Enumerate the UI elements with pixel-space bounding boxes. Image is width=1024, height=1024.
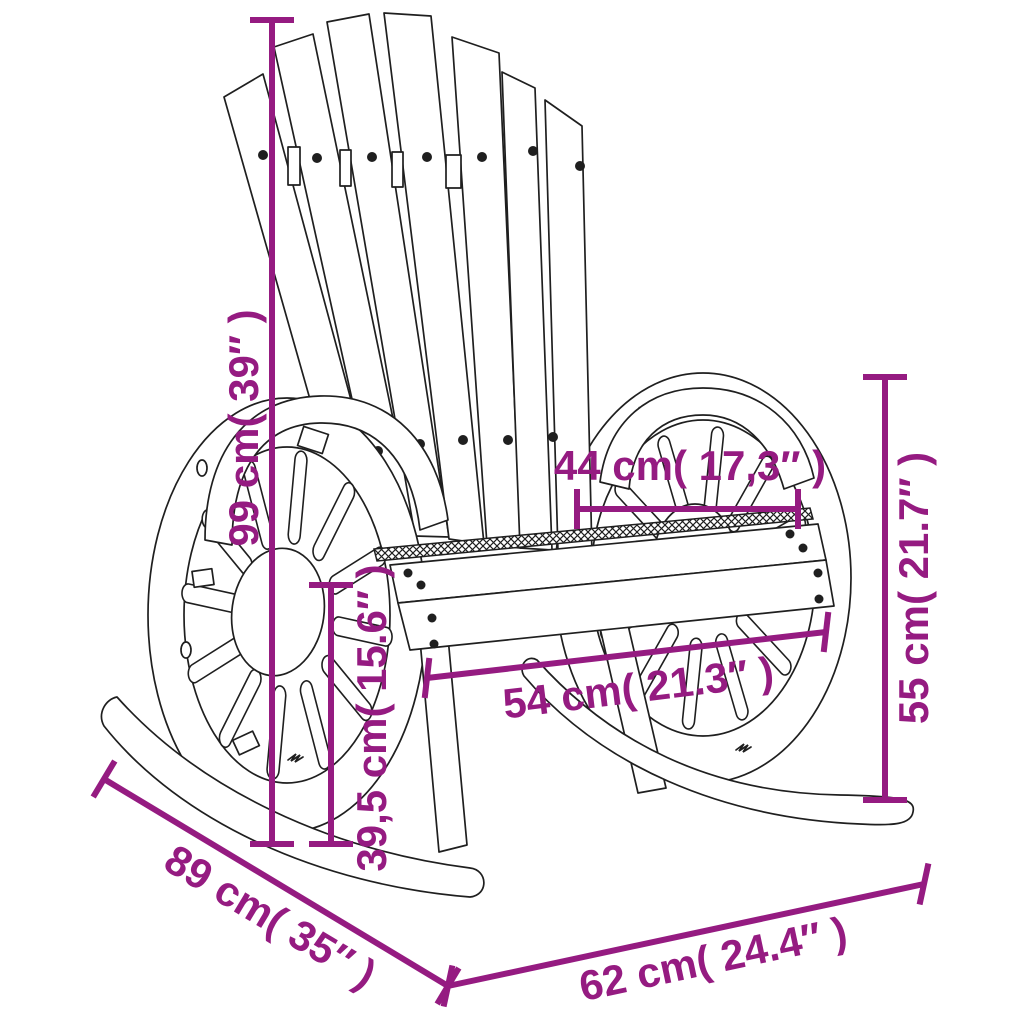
right-rocker xyxy=(521,657,915,826)
back-screws xyxy=(258,146,585,456)
back-batten xyxy=(287,146,301,186)
dimension-label-55cm: 55 cm( 21.7″ ) xyxy=(890,452,937,724)
left-wheel-notch xyxy=(191,567,215,589)
left-wheel-notch xyxy=(231,730,261,756)
seat xyxy=(373,507,835,651)
dimension-base-width: 62 cm( 24.4″ ) xyxy=(440,862,932,1011)
right-armrest xyxy=(599,387,815,490)
seat-screws xyxy=(403,529,824,649)
dimension-total-height: 99 cm( 39″ ) xyxy=(220,17,294,847)
dimension-label-44cm: 44 cm( 17,3″ ) xyxy=(554,442,826,489)
dimension-seat-depth: 44 cm( 17,3″ ) xyxy=(554,442,826,529)
seat-apron-bottom xyxy=(397,559,835,651)
left-wheel-hole xyxy=(196,459,208,477)
joint-mark xyxy=(287,753,304,763)
left-wheel-hole xyxy=(180,641,192,659)
dimension-label-99cm: 99 cm( 39″ ) xyxy=(220,309,267,546)
dimension-seat-height: 39,5 cm( 15.6″ ) xyxy=(309,564,395,872)
chair-line-art xyxy=(100,12,915,898)
left-wheel-notch xyxy=(296,425,330,455)
dimension-label-39-5cm: 39,5 cm( 15.6″ ) xyxy=(348,564,395,871)
dimension-label-62cm: 62 cm( 24.4″ ) xyxy=(575,908,851,1011)
dimension-arm-height: 55 cm( 21.7″ ) xyxy=(863,374,937,803)
back-batten xyxy=(339,149,352,187)
joint-mark xyxy=(735,743,752,753)
back-batten xyxy=(445,154,462,189)
seat-slat-hatch xyxy=(374,508,813,561)
left-rocker xyxy=(100,696,485,898)
back-batten xyxy=(391,151,404,188)
